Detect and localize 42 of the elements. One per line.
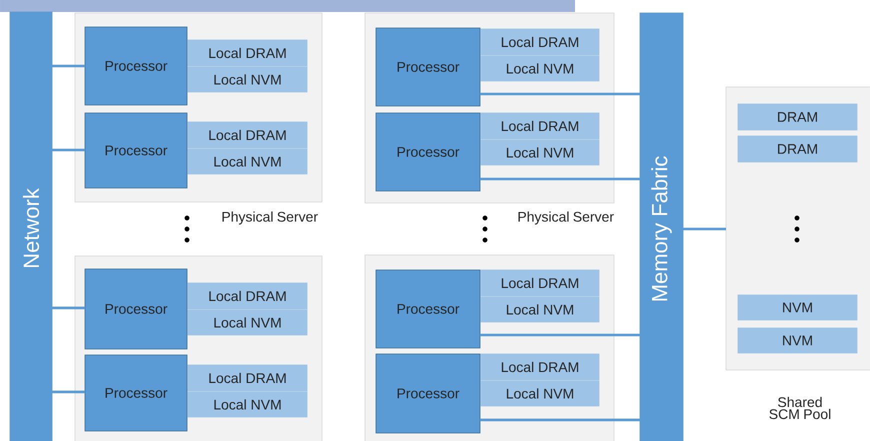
memory-box: NVM [738, 294, 858, 320]
memory-box: Local NVM [480, 380, 600, 406]
processor-box: Processor [376, 112, 480, 192]
memory-box: Local NVM [480, 140, 600, 166]
bus-bar: Network [10, 12, 52, 441]
processor-box: Processor [84, 268, 188, 350]
processor-box: Processor [84, 26, 188, 106]
memory-box: NVM [738, 328, 858, 354]
connector-line [52, 306, 85, 310]
memory-box: Local NVM [188, 66, 308, 92]
connector-line [52, 390, 85, 394]
memory-box: Local DRAM [480, 28, 600, 56]
memory-box: DRAM [738, 136, 858, 162]
connector-line [480, 418, 640, 422]
memory-box: Local NVM [480, 56, 600, 82]
processor-box: Processor [84, 354, 188, 432]
memory-box: DRAM [738, 104, 858, 130]
connector-line [480, 334, 640, 336]
memory-box: Local DRAM [480, 112, 600, 140]
memory-box: Local NVM [188, 392, 308, 418]
bus-bar: Memory Fabric [640, 12, 684, 441]
node-label: Physical Server [222, 211, 318, 224]
connector-line [52, 64, 85, 68]
processor-box: Processor [84, 112, 188, 188]
processor-box: Processor [376, 28, 480, 106]
memory-box: Local DRAM [188, 364, 308, 392]
connector-line [480, 178, 640, 180]
memory-box: Local DRAM [480, 270, 600, 296]
connector-line [52, 148, 85, 152]
memory-box: Local NVM [480, 296, 600, 322]
memory-box: Local NVM [188, 310, 308, 336]
node-label: Physical Server [518, 211, 614, 224]
memory-box: Local DRAM [188, 40, 308, 66]
memory-box: Local DRAM [188, 282, 308, 310]
connector-line [683, 228, 726, 230]
memory-box: Local NVM [188, 148, 308, 174]
processor-box: Processor [376, 270, 480, 348]
memory-box: Local DRAM [480, 354, 600, 380]
memory-box: Local DRAM [188, 122, 308, 148]
node-label: Shared SCM Pool [769, 396, 830, 420]
connector-line [480, 92, 640, 96]
processor-box: Processor [376, 354, 480, 434]
